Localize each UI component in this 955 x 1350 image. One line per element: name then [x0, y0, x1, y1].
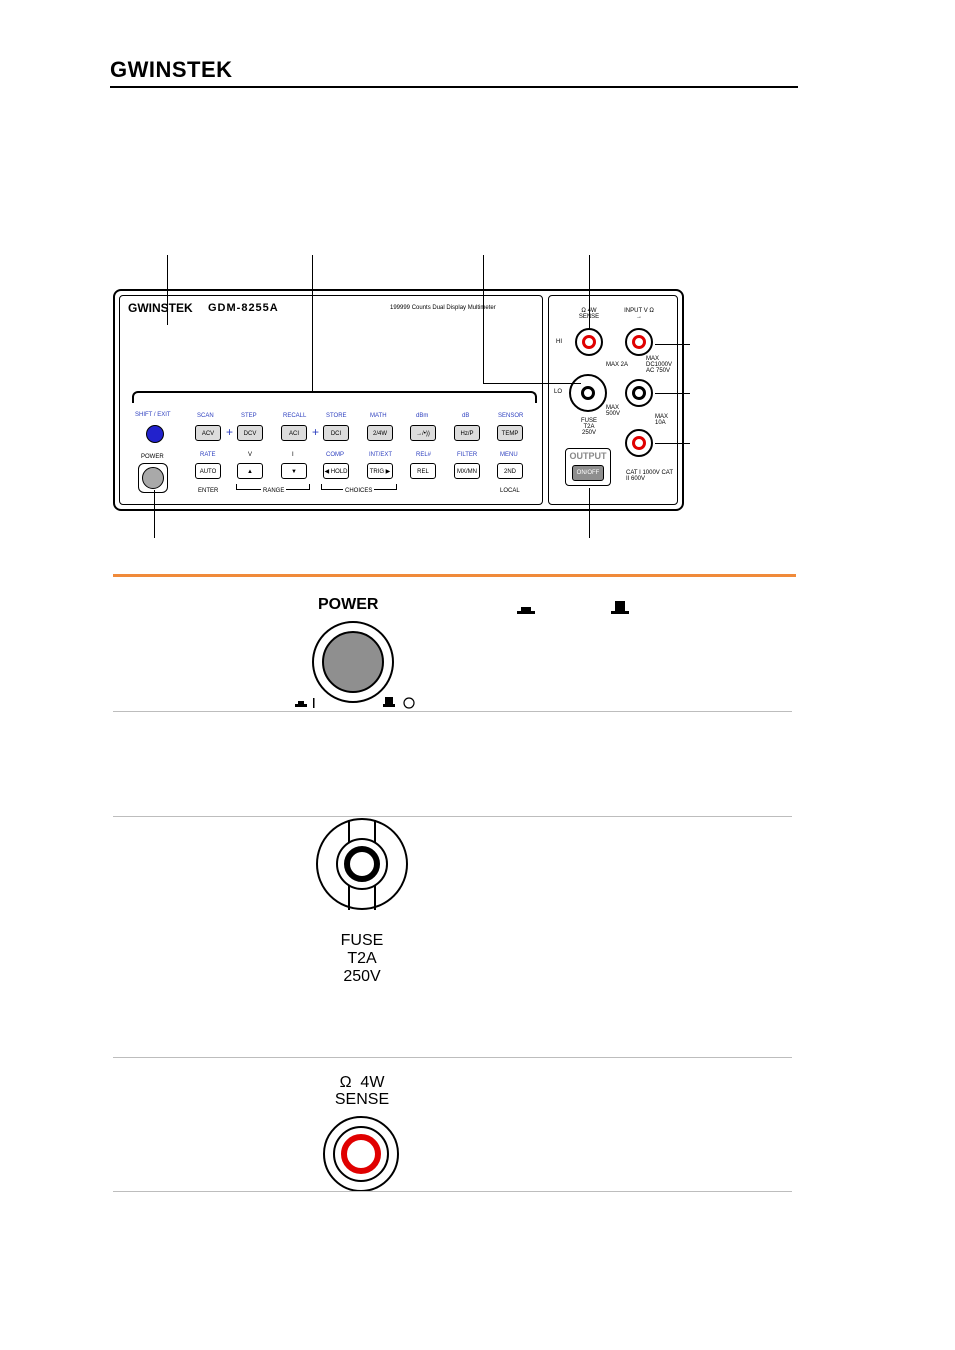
header-rule — [110, 86, 798, 88]
table-top-rule — [113, 574, 796, 577]
max-10a-label: MAX 10A — [655, 414, 669, 426]
label-v: V — [248, 452, 253, 458]
input-hi-jack[interactable] — [625, 328, 653, 356]
label-recall: RECALL — [283, 413, 307, 419]
lo-label: LO — [554, 389, 563, 395]
brand-logo: GWINSTEK — [110, 57, 233, 82]
sense-line-2: SENSE — [334, 1091, 390, 1108]
label-comp: COMP — [326, 452, 344, 458]
sense-label: Ω 4W SENSE — [578, 308, 600, 320]
sense-line-1: Ω 4W — [339, 1074, 385, 1091]
max-2a-label: MAX 2A — [606, 362, 629, 368]
label-choices: CHOICES — [343, 488, 375, 494]
label-store: STORE — [326, 413, 347, 419]
row-rule — [113, 711, 792, 712]
callout-line — [483, 255, 484, 383]
label-rate: RATE — [200, 452, 216, 458]
2-4w-key[interactable]: 2/4W — [367, 425, 393, 441]
callout-line — [483, 383, 581, 384]
rel-key[interactable]: REL — [410, 463, 436, 479]
power-button[interactable] — [142, 467, 164, 489]
max-dc-label: MAX DC1000V AC 750V — [646, 356, 673, 374]
label-scan: SCAN — [197, 413, 214, 419]
aci-key[interactable]: ACI — [281, 425, 307, 441]
row-rule — [113, 1057, 792, 1058]
fuse-line-1: FUSE — [340, 932, 384, 949]
label-math: MATH — [370, 413, 387, 419]
hi-label: HI — [556, 339, 562, 345]
2nd-key[interactable]: 2ND — [497, 463, 523, 479]
fuse-label: FUSE T2A 250V — [580, 418, 597, 436]
label-step: STEP — [241, 413, 257, 419]
continuity-key[interactable]: →/•)) — [410, 425, 436, 441]
callout-line — [589, 488, 590, 538]
label-dbm: dBm — [416, 413, 429, 419]
input-label: INPUT V Ω → — [624, 308, 654, 320]
temp-key[interactable]: TEMP — [497, 425, 523, 441]
sense-hi-jack[interactable] — [575, 328, 603, 356]
label-filter: FILTER — [457, 452, 478, 458]
label-rel-hash: REL# — [416, 452, 432, 458]
label-enter: ENTER — [198, 488, 219, 494]
max-500v-label: MAX 500V — [606, 405, 621, 417]
label-db: dB — [462, 413, 470, 419]
label-menu: MENU — [500, 452, 518, 458]
callout-line — [589, 255, 590, 341]
front-panel-terminals — [548, 295, 678, 505]
power-row-label: POWER — [318, 596, 379, 613]
panel-subtitle: 199999 Counts Dual Display Multimeter — [390, 305, 496, 311]
dcv-key[interactable]: DCV — [237, 425, 263, 441]
dci-key[interactable]: DCI — [323, 425, 349, 441]
up-arrow-key[interactable]: ▲ — [237, 463, 263, 479]
callout-line — [655, 393, 690, 394]
fuse-line-2: T2A — [347, 950, 377, 967]
sense-terminal-icon — [323, 1116, 399, 1192]
shift-button[interactable] — [146, 425, 164, 443]
plus-icon: + — [226, 425, 234, 439]
power-label: POWER — [141, 454, 164, 460]
hold-key[interactable]: ◀ HOLD — [323, 463, 349, 479]
row-rule — [113, 816, 792, 817]
trig-key[interactable]: TRIG ▶ — [367, 463, 393, 479]
panel-brand: GWINSTEK — [128, 301, 193, 315]
row-rule — [113, 1191, 792, 1192]
output-label: OUTPUT — [569, 451, 607, 461]
panel-model: GDM-8255A — [208, 302, 279, 314]
on-off-symbols-icon — [295, 697, 415, 709]
down-arrow-key[interactable]: ▼ — [281, 463, 307, 479]
label-range: RANGE — [261, 488, 287, 494]
key-bracket — [132, 391, 537, 403]
push-state-icons — [517, 601, 629, 614]
front-panel-main — [119, 295, 543, 505]
callout-line — [655, 443, 690, 444]
hz-p-key[interactable]: Hz/P — [454, 425, 480, 441]
mx-mn-key[interactable]: MX/MN — [454, 463, 480, 479]
acv-key[interactable]: ACV — [195, 425, 221, 441]
callout-line — [312, 255, 313, 391]
callout-line — [655, 344, 690, 345]
shift-exit-label: SHIFT / EXIT — [135, 412, 171, 418]
callout-line — [154, 490, 155, 538]
power-button-icon — [312, 621, 394, 703]
input-lo-jack[interactable] — [625, 379, 653, 407]
power-button-frame — [138, 463, 168, 493]
label-i: I — [292, 452, 294, 458]
10a-jack[interactable] — [625, 429, 653, 457]
auto-key[interactable]: AUTO — [195, 463, 221, 479]
plus-icon: + — [312, 425, 320, 439]
label-sensor: SENSOR — [498, 413, 524, 419]
output-frame: OUTPUT ON/OFF — [565, 448, 611, 486]
output-onoff-button[interactable]: ON/OFF — [572, 465, 604, 481]
label-local: LOCAL — [500, 488, 520, 494]
sense-lo-fuse-jack[interactable] — [569, 374, 607, 412]
front-panel — [113, 289, 684, 511]
cat-label: CAT I 1000V CAT II 600V — [626, 470, 673, 482]
fuse-terminal-icon — [316, 818, 408, 910]
label-int-ext: INT/EXT — [369, 452, 393, 458]
fuse-line-3: 250V — [343, 968, 381, 985]
